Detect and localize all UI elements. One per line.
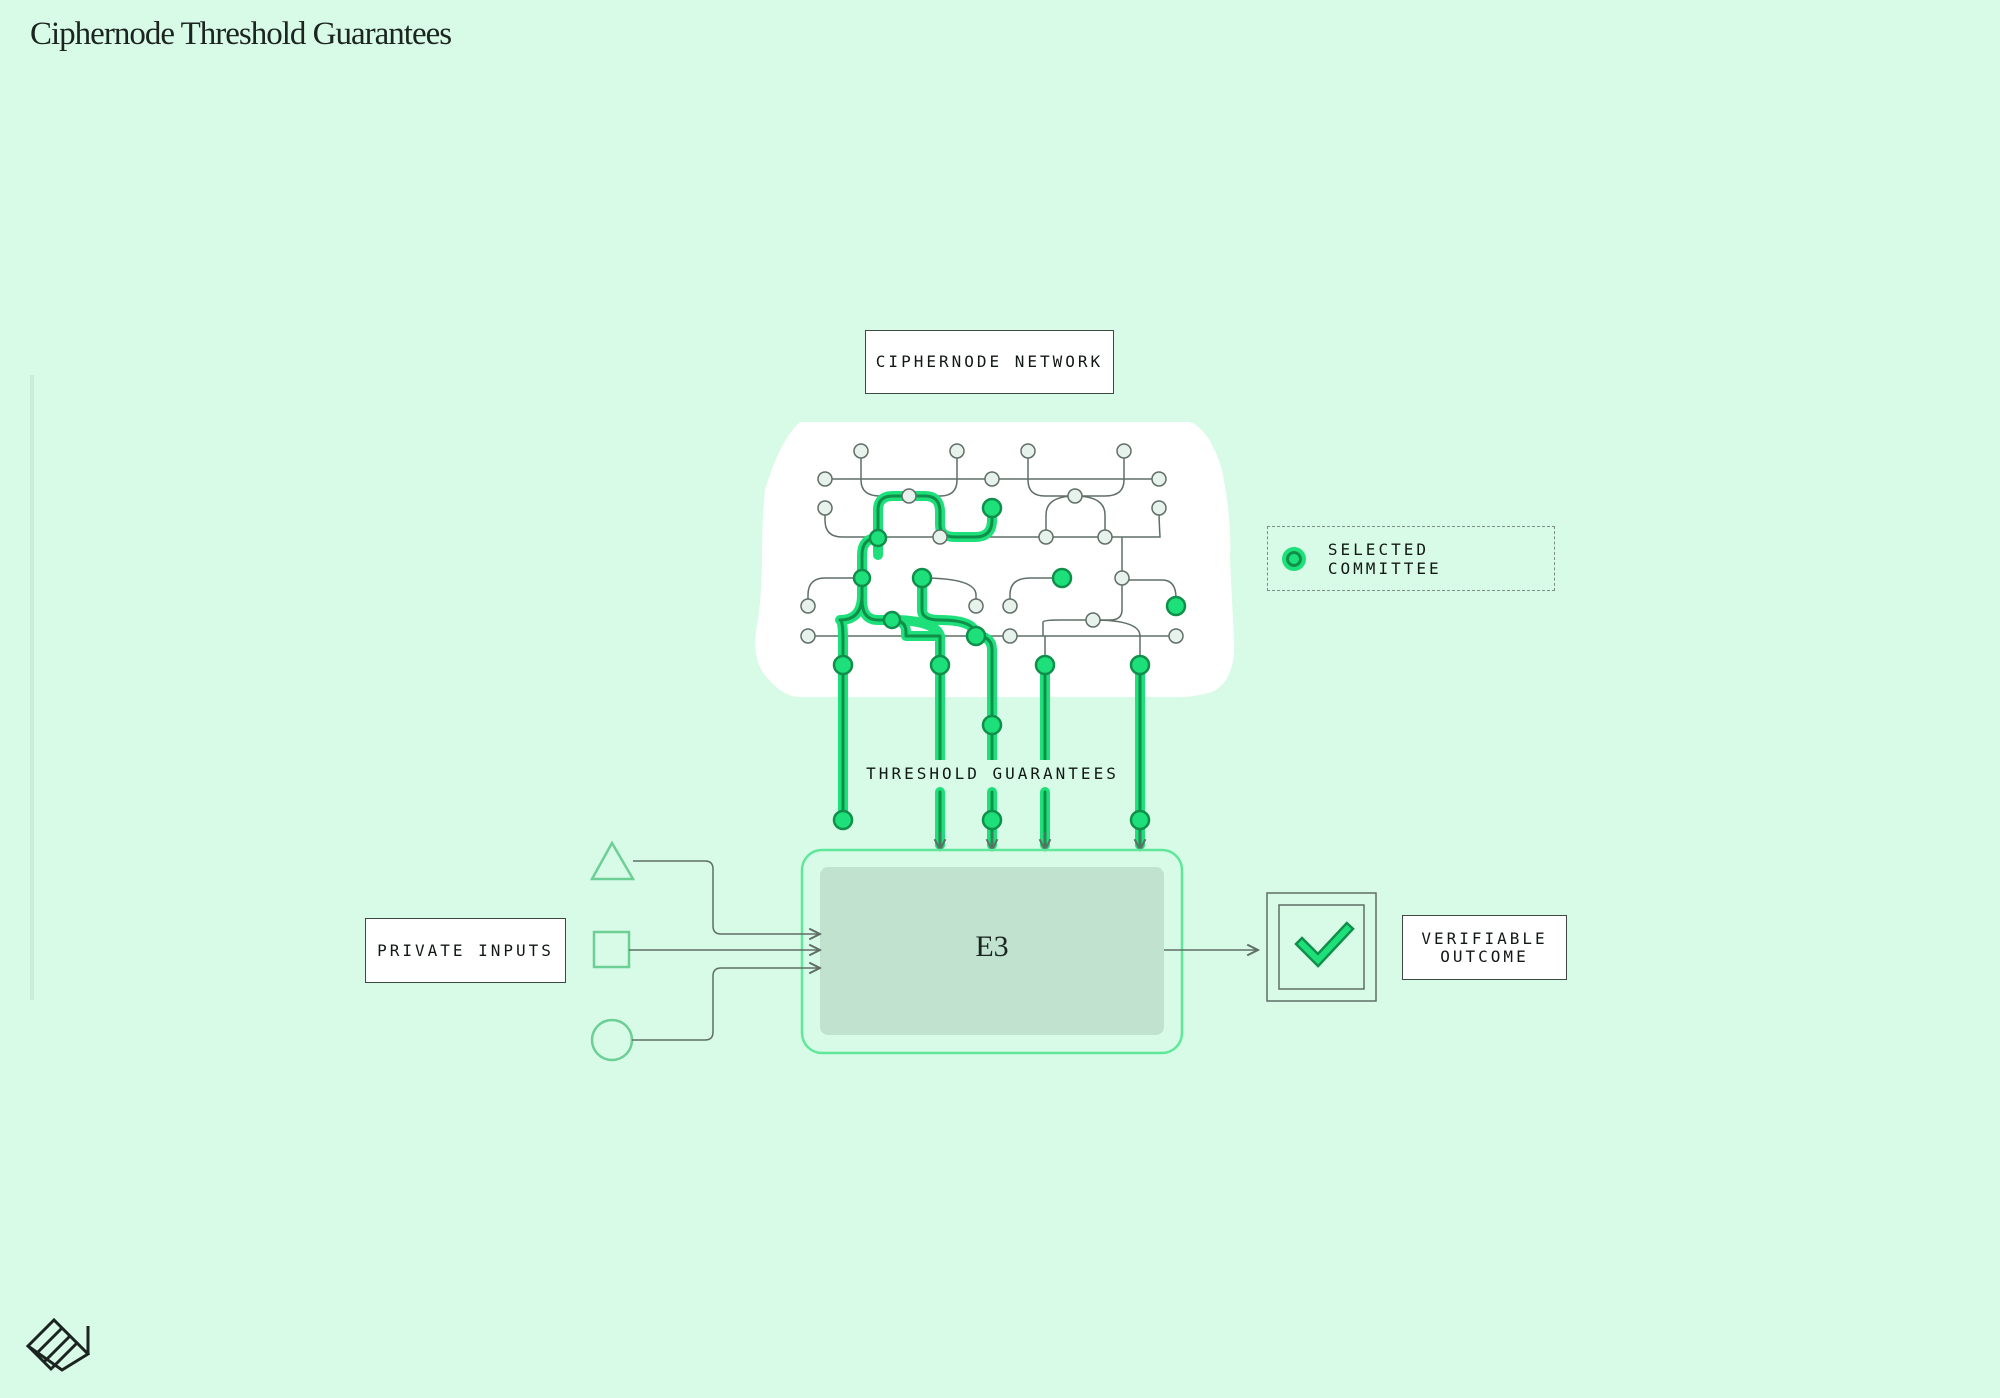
network-node [1097, 529, 1113, 545]
committee-node [981, 497, 1003, 519]
committee-node [832, 654, 854, 676]
network-node [1002, 598, 1018, 614]
network-nodes [800, 443, 1184, 644]
page-title: Ciphernode Threshold Guarantees [30, 16, 452, 52]
verifiable-outcome-label: VERIFIABLE OUTCOME [1402, 915, 1567, 980]
committee-node [911, 567, 933, 589]
e3-outer-box [800, 848, 1184, 1055]
network-node [800, 598, 816, 614]
committee-node [1129, 654, 1151, 676]
ciphernode-network-label: CIPHERNODE NETWORK [865, 330, 1114, 394]
committee-node [929, 654, 951, 676]
committee-node [1165, 595, 1187, 617]
network-node [984, 471, 1000, 487]
network-node [949, 443, 965, 459]
input-arrows [629, 860, 1258, 1041]
square-icon [592, 930, 631, 969]
network-node [1067, 488, 1083, 504]
committee-node [1129, 809, 1151, 831]
network-node [853, 443, 869, 459]
threshold-guarantees-label: THRESHOLD GUARANTEES [860, 760, 1125, 787]
network-node [1114, 570, 1130, 586]
committee-node [981, 809, 1003, 831]
circle-icon [590, 1018, 634, 1062]
network-node [932, 529, 948, 545]
committee-node [868, 528, 888, 548]
committee-node [832, 809, 854, 831]
network-node [968, 598, 984, 614]
network-node [901, 488, 917, 504]
network-node [1085, 612, 1101, 628]
checkmark-highlight [1297, 924, 1352, 965]
committee-nodes [832, 497, 1187, 831]
triangle-icon [589, 840, 636, 881]
network-node [1116, 443, 1132, 459]
committee-node [981, 714, 1003, 736]
network-node [1168, 628, 1184, 644]
side-divider [30, 375, 34, 1000]
committee-node [965, 625, 987, 647]
outcome-frame-outer [1266, 892, 1377, 1002]
network-node [817, 471, 833, 487]
network-cloud [755, 422, 1235, 697]
network-node [1002, 628, 1018, 644]
legend-label: SELECTED COMMITTEE [1327, 539, 1442, 578]
e3-inner-box [820, 867, 1164, 1035]
committee-node [1051, 567, 1073, 589]
network-node [1038, 529, 1054, 545]
threshold-arrows [940, 832, 1140, 850]
committee-node-icon [1282, 546, 1306, 571]
committee-node [1034, 654, 1056, 676]
committee-node [852, 568, 872, 588]
network-node [1151, 471, 1167, 487]
e3-label: E3 [975, 930, 1009, 963]
outcome-frame-inner [1278, 904, 1365, 990]
network-node [1020, 443, 1036, 459]
private-inputs-label: PRIVATE INPUTS [365, 918, 566, 983]
committee-node [882, 610, 902, 630]
brand-logo-icon [26, 1318, 90, 1372]
network-node [800, 628, 816, 644]
selected-committee-legend: SELECTED COMMITTEE [1267, 526, 1555, 591]
network-node [817, 500, 833, 516]
network-node [1151, 500, 1167, 516]
